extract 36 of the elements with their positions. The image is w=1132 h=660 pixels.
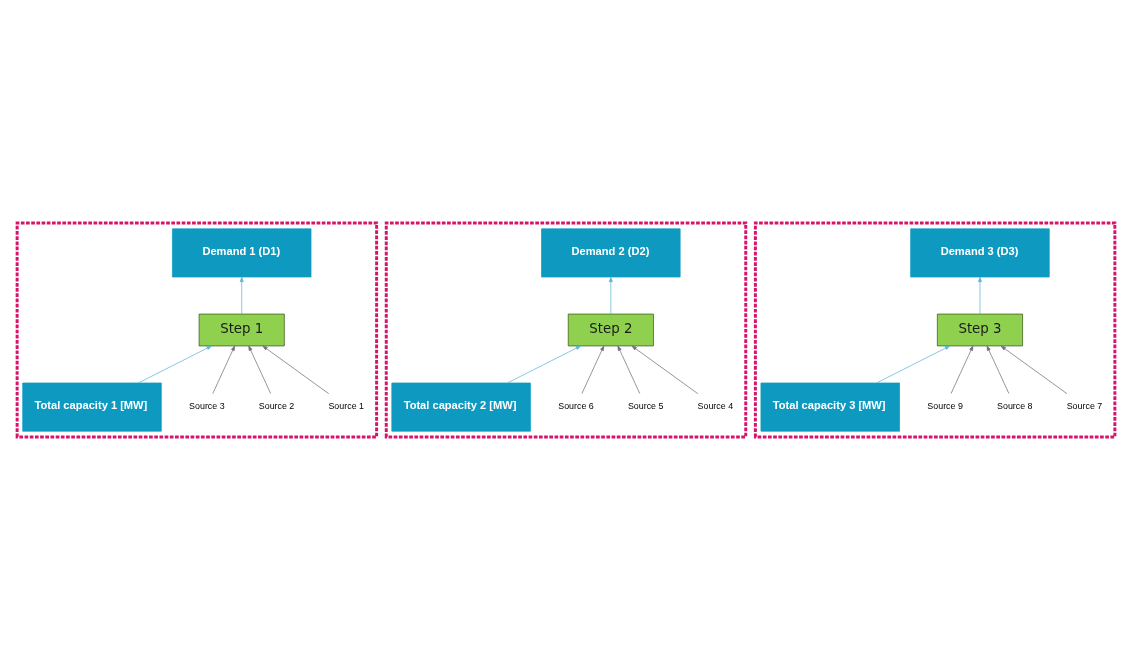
node-box: Total capacity 1 [MW] — [22, 382, 162, 432]
arrow — [978, 276, 982, 315]
node-text: Source 6 — [558, 401, 594, 412]
arrow — [876, 345, 951, 384]
node-box: Total capacity 2 [MW] — [391, 382, 531, 432]
node-box: Total capacity 3 [MW] — [760, 382, 900, 432]
arrow — [608, 276, 613, 315]
cluster — [384, 221, 748, 439]
node-box: Step 3 — [937, 313, 1023, 347]
arrow — [617, 345, 641, 394]
node-box: Step 1 — [198, 313, 285, 347]
cluster — [753, 221, 1117, 439]
cluster — [15, 221, 379, 439]
node-text: Source 1 — [328, 401, 364, 412]
node-box: Demand 3 (D3) — [910, 228, 1050, 278]
node-text: Source 8 — [997, 401, 1033, 412]
arrow — [248, 345, 271, 394]
node-text: Source 3 — [189, 401, 225, 412]
node-box: Step 2 — [567, 313, 654, 347]
arrow — [950, 345, 974, 394]
node-box: Demand 2 (D2) — [541, 228, 681, 278]
arrow — [137, 345, 212, 384]
node-text: Source 5 — [627, 401, 664, 412]
arrow — [212, 345, 236, 394]
arrow — [507, 345, 581, 384]
node-text: Source 2 — [258, 401, 295, 412]
node-text: Source 4 — [697, 401, 734, 412]
arrow — [986, 345, 1010, 394]
node-box: Demand 1 (D1) — [172, 228, 312, 278]
arrow — [262, 345, 330, 395]
arrow — [631, 345, 699, 395]
node-text: Source 9 — [927, 401, 963, 412]
arrow — [239, 276, 244, 315]
arrow — [1000, 345, 1068, 395]
node-text: Source 7 — [1066, 401, 1103, 412]
arrow — [581, 345, 605, 394]
